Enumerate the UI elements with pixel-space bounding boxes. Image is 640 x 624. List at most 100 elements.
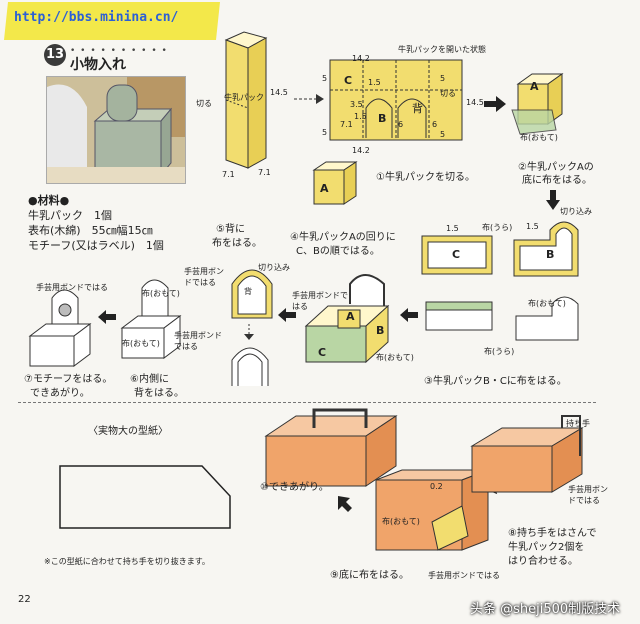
step-badge: 13	[44, 44, 66, 66]
dim-label: 1.5	[526, 222, 539, 231]
panel-c-back-diagram	[425, 301, 493, 331]
arrow-left-icon	[400, 308, 418, 322]
milk-carton-diagram	[224, 31, 268, 169]
materials-heading: ●材料●	[28, 194, 70, 207]
step-6a-text: ⑥内側に	[130, 374, 169, 385]
step-5b-text: 布をはる。	[212, 238, 262, 249]
arrow-down-icon	[546, 190, 560, 210]
bond-label-5: 手芸用ボンドではる	[428, 571, 500, 580]
carton-label: 牛乳パック	[224, 93, 264, 102]
arrow-left-icon	[278, 308, 296, 322]
step-5a-text: ⑤背に	[216, 224, 245, 235]
box-label-c: C	[318, 346, 327, 359]
material-item: 牛乳パック 1個	[28, 209, 112, 222]
box-a-fabric-diagram	[511, 73, 564, 135]
step-3-text: ③牛乳パックB・Cに布をはる。	[424, 376, 567, 387]
section-divider	[18, 402, 596, 403]
flat-num: 1.5	[354, 112, 367, 121]
pattern-note: ※この型紙に合わせて持ち手を切り抜きます。	[44, 557, 210, 566]
material-item: モチーフ(又はラベル) 1個	[28, 239, 164, 252]
bond-label-6: 手芸用ボンドではる	[568, 485, 608, 505]
step-1-text: ①牛乳パックを切る。	[376, 172, 475, 183]
fabric-front-label-2: 布(おもて)	[376, 353, 414, 362]
step-8b-text: 牛乳パック2個を	[508, 542, 585, 553]
page-title: 小物入れ	[70, 57, 126, 73]
fabric-front-label: 布(おもて)	[528, 299, 566, 308]
panel-b-diagram	[513, 221, 579, 277]
arrow-right-icon	[484, 96, 506, 112]
assembled-box-diagram	[304, 274, 390, 364]
bond-label-4: 手芸用ボンドではる	[36, 283, 108, 292]
page-number: 22	[18, 594, 31, 605]
carton-dim-height: 14.5	[270, 88, 288, 97]
flat-num: 5	[440, 74, 446, 83]
step-8c-text: はり合わせる。	[508, 556, 578, 567]
flat-caption: 牛乳パックを開いた状態	[398, 45, 486, 54]
orange-tray-finished	[264, 408, 398, 487]
arrow-down-icon	[244, 324, 254, 340]
flat-num: 5	[440, 130, 446, 139]
step-4b-text: C、Bの順ではる。	[296, 246, 380, 257]
dim-label: 1.5	[446, 224, 459, 233]
kirikomi-label-2: 切り込み	[258, 263, 290, 272]
carton-dim-b: 7.1	[258, 168, 271, 177]
box-a-label: A	[320, 182, 329, 195]
carton-dim-a: 7.1	[222, 170, 235, 179]
box-label-a: A	[346, 310, 355, 323]
url-link[interactable]: http://bbs.minina.cn/	[14, 10, 179, 25]
fabric-front-label-3: 布(おもて)	[142, 289, 180, 298]
flat-label-c: C	[344, 74, 353, 87]
arrow-up-left-icon	[338, 496, 352, 512]
flat-num: 6	[398, 120, 404, 129]
back-panel-diagram	[231, 269, 273, 319]
flat-num: 1.5	[368, 78, 381, 87]
back-label: 背	[244, 287, 252, 296]
orange-tray-assembly	[470, 415, 584, 493]
flat-num: 5	[322, 128, 328, 137]
flat-num: 6	[432, 120, 438, 129]
panel-b-label: B	[546, 248, 555, 261]
fabric-front-label-5: 布(おもて)	[382, 517, 420, 526]
box-a-diagram	[312, 161, 358, 205]
kirikomi-label: 切り込み	[560, 207, 592, 216]
arrow-left-icon	[98, 310, 116, 324]
step-7b-text: できあがり。	[30, 388, 90, 399]
panel-b-back-diagram	[515, 296, 579, 341]
watermark: 头条 @sheji500制版技术	[470, 602, 621, 617]
photo-illustration	[47, 77, 185, 183]
flat-dim-top: 14.2	[352, 54, 370, 63]
step-2b-text: 底に布をはる。	[522, 175, 592, 186]
material-item: 表布(木綿) 55㎝幅15㎝	[28, 224, 153, 237]
back-panel-outline	[231, 347, 269, 386]
flat-dim-left: 5	[322, 74, 328, 83]
title-dots: • • • • • • • • • •	[70, 46, 168, 56]
flat-label-b: B	[378, 112, 387, 125]
pattern-heading: 〈実物大の型紙〉	[88, 426, 168, 437]
fabric-back-label-2: 布(うら)	[484, 347, 515, 356]
flat-num: 3.5	[350, 100, 363, 109]
bond-label: 手芸用ボンドではる	[292, 291, 348, 311]
flat-dim-bottom: 14.2	[352, 146, 370, 155]
arrow-right-icon	[294, 94, 324, 104]
step-6b-text: 背をはる。	[134, 388, 184, 399]
step-2a-text: ②牛乳パックAの	[518, 162, 594, 173]
flat-carton-diagram	[329, 59, 463, 141]
pattern-template	[59, 465, 231, 529]
flat-cut-label: 切る	[440, 89, 456, 98]
flat-label-se: 背	[412, 102, 423, 115]
box-label-b: B	[376, 324, 385, 337]
box-with-back-diagram	[120, 279, 182, 359]
handle-label: 持ち手	[566, 419, 590, 428]
fabric-front-label-4: 布(おもて)	[122, 339, 160, 348]
panel-c-diagram	[421, 235, 493, 275]
carton-cut-label: 切る	[196, 99, 212, 108]
step-7a-text: ⑦モチーフをはる。	[24, 374, 113, 385]
bond-label-2: 手芸用ボンドではる	[184, 267, 224, 287]
step-4a-text: ④牛乳パックAの回りに	[290, 232, 396, 243]
step-10-text: ⑩できあがり。	[260, 482, 329, 493]
box-a-note: 布(おもて)	[520, 133, 558, 142]
flat-dim-right: 14.5	[466, 98, 484, 107]
step-9-text: ⑨底に布をはる。	[330, 570, 409, 581]
finished-box-diagram	[28, 289, 92, 367]
fabric-back-label: 布(うら)	[482, 223, 513, 232]
